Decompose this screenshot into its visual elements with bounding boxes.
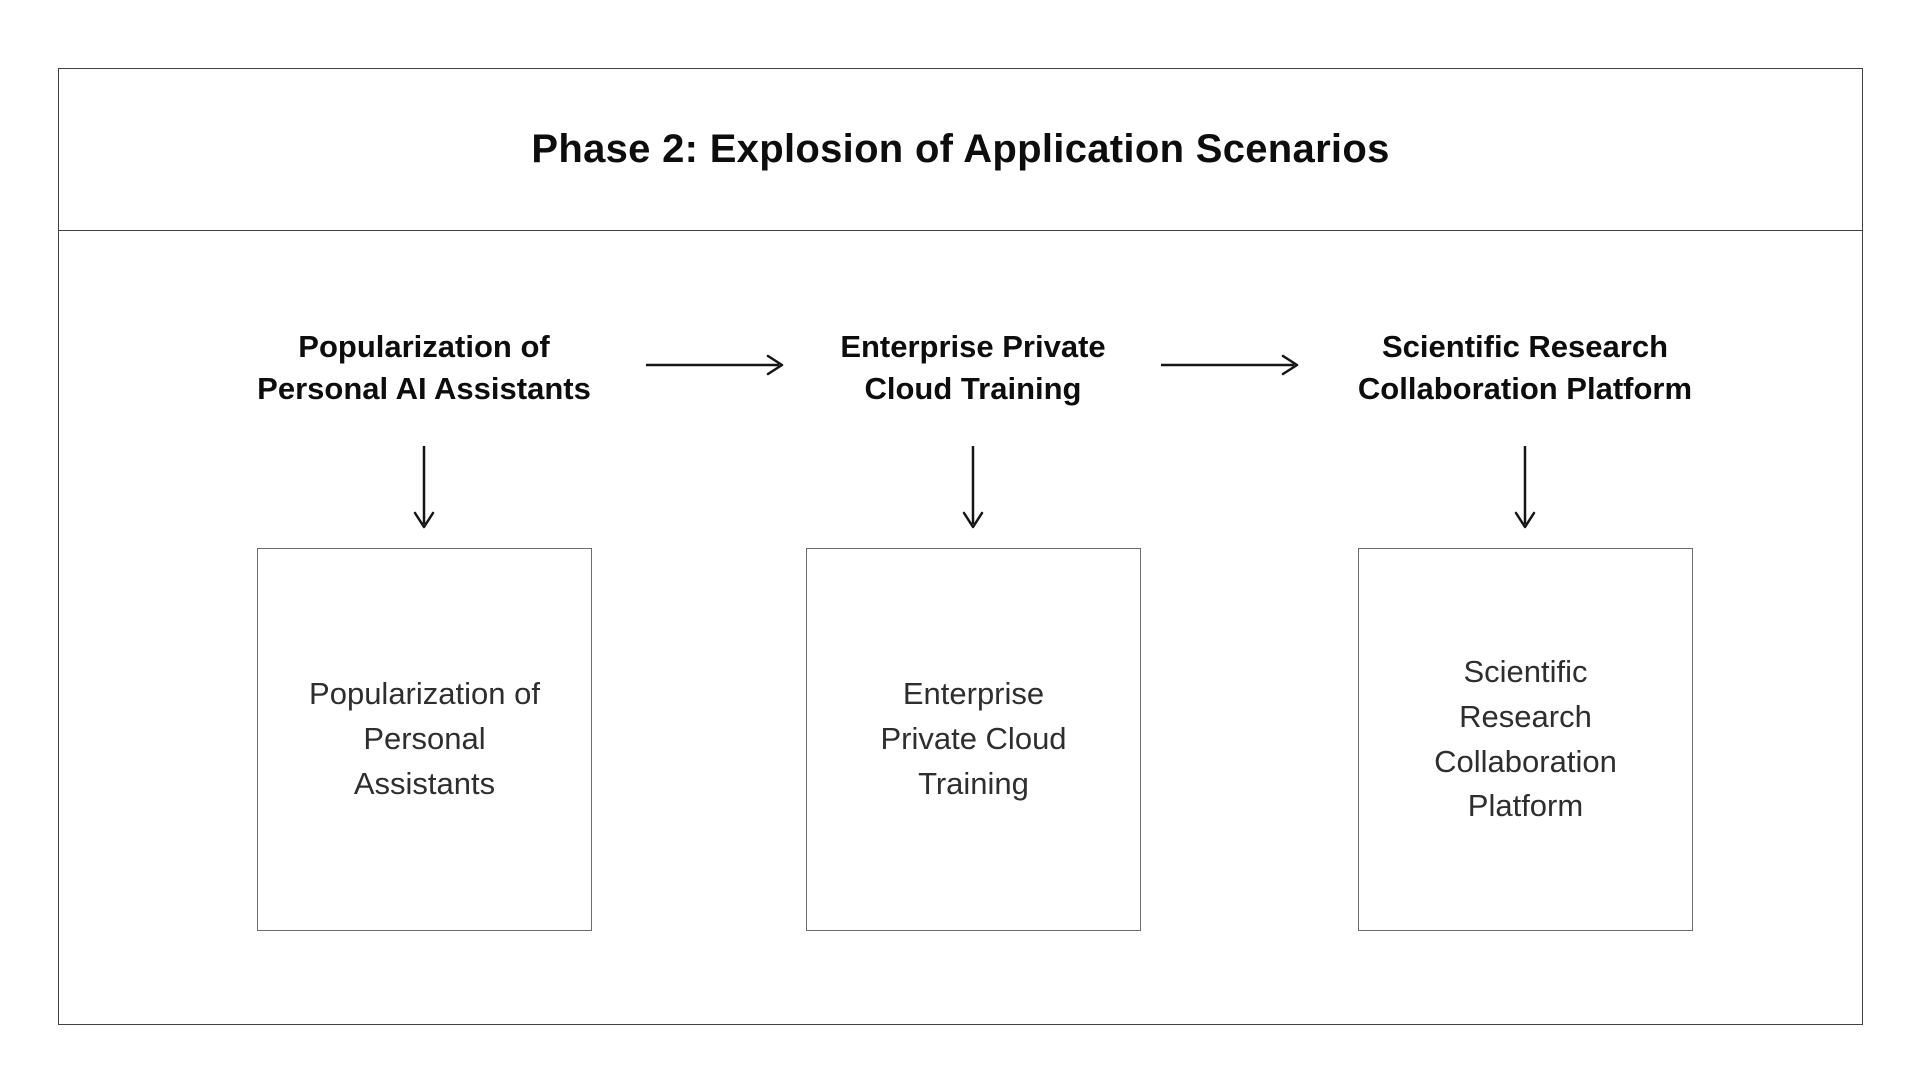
scenario-box-label: Enterprise Private Cloud Training — [880, 676, 1067, 801]
column-heading-personal-ai: Popularization of Personal AI Assistants — [257, 329, 591, 406]
arrow-down-icon — [960, 444, 986, 534]
arrow-right-icon — [1159, 352, 1304, 378]
column-heading-enterprise-cloud: Enterprise Private Cloud Training — [840, 329, 1106, 406]
diagram-frame: Phase 2: Explosion of Application Scenar… — [58, 68, 1863, 1025]
scenario-box-enterprise-cloud: Enterprise Private Cloud Training — [806, 548, 1141, 931]
arrow-down-icon — [411, 444, 437, 534]
scenario-box-personal-assistants: Popularization of Personal Assistants — [257, 548, 592, 931]
diagram-title: Phase 2: Explosion of Application Scenar… — [531, 127, 1390, 171]
arrow-right-icon — [644, 352, 789, 378]
scenario-box-label: Scientific Research Collaboration Platfo… — [1434, 653, 1617, 824]
column-heading-research-platform: Scientific Research Collaboration Platfo… — [1357, 329, 1693, 406]
arrow-down-icon — [1512, 444, 1538, 534]
scenario-box-research-platform: Scientific Research Collaboration Platfo… — [1358, 548, 1693, 931]
diagram-header: Phase 2: Explosion of Application Scenar… — [59, 69, 1862, 231]
scenario-box-label: Popularization of Personal Assistants — [309, 676, 540, 801]
